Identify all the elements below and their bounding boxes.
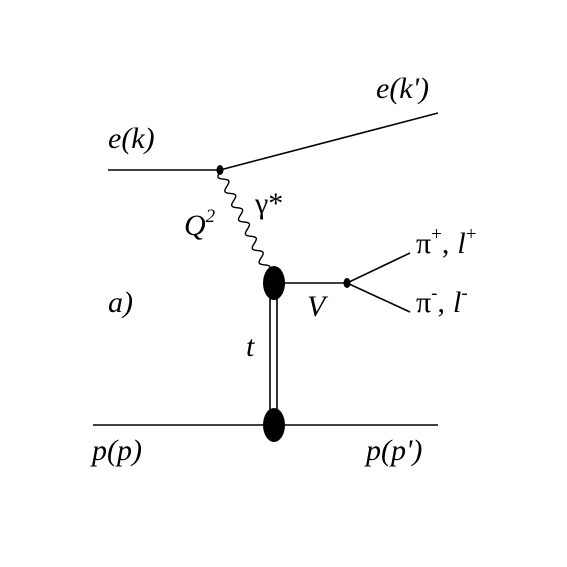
- label-virtuality-power: 2: [206, 206, 216, 227]
- decay-bottom-pion-charge: -: [431, 283, 437, 304]
- decay-top-lepton-charge: +: [466, 224, 477, 245]
- lower-blob: [263, 408, 285, 442]
- upper-blob: [263, 266, 285, 300]
- electron-vertex: [216, 165, 224, 175]
- virtual-photon-line: [217, 171, 271, 273]
- decay-bottom-sep: ,: [437, 286, 445, 319]
- decay-line-bottom: [346, 282, 411, 313]
- decay-line-top: [346, 252, 411, 284]
- label-incoming-electron: e(k): [108, 122, 155, 155]
- decay-top-pion: π: [416, 227, 431, 260]
- label-decay-top: π+,l+: [416, 224, 476, 260]
- label-virtuality-q: Q: [184, 209, 206, 242]
- decay-bottom-pion: π: [416, 286, 431, 319]
- label-momentum-transfer: t: [246, 330, 255, 363]
- decay-bottom-lepton: l: [453, 286, 461, 319]
- decay-top-lepton: l: [457, 227, 465, 260]
- decay-bottom-lepton-charge: -: [461, 283, 467, 304]
- label-vector-meson: V: [307, 290, 329, 323]
- label-virtuality: Q2: [184, 206, 216, 242]
- label-diagram-tag: a): [108, 286, 133, 319]
- label-incoming-proton: p(p): [90, 434, 142, 467]
- decay-top-pion-charge: +: [431, 224, 442, 245]
- label-decay-bottom: π-,l-: [416, 283, 468, 319]
- label-outgoing-proton: p(p'): [364, 434, 422, 467]
- decay-top-sep: ,: [442, 227, 450, 260]
- outgoing-electron-line: [219, 112, 439, 171]
- label-virtual-photon: γ*: [254, 187, 283, 220]
- label-outgoing-electron: e(k'): [376, 72, 429, 105]
